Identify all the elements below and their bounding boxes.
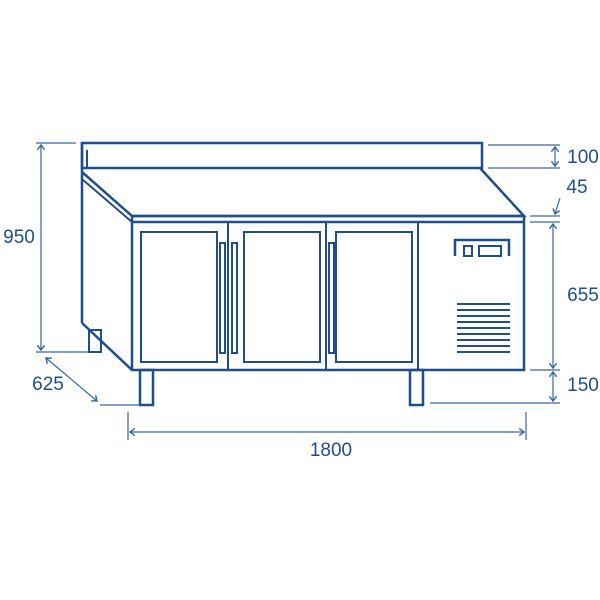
door-handle [219, 242, 226, 354]
side-panel [80, 143, 133, 371]
glass-doors [140, 231, 413, 363]
legs [138, 368, 425, 407]
door-1 [140, 231, 218, 363]
worktop [81, 167, 527, 224]
total-height-label: 950 [3, 227, 35, 248]
dimension-lines [36, 142, 561, 440]
door-handle [328, 242, 335, 354]
cabinet-height-label: 655 [567, 285, 599, 306]
leg-height-label: 150 [567, 375, 599, 396]
depth-label: 625 [32, 374, 64, 395]
cabinet-front [130, 214, 526, 372]
rear-leg [88, 329, 102, 353]
backsplash-height-label: 100 [567, 147, 599, 168]
worktop-thickness-label: 45 [566, 177, 588, 198]
width-label: 1800 [309, 440, 353, 461]
display-icon [478, 245, 502, 257]
display-icon [463, 245, 473, 257]
backsplash [80, 141, 484, 170]
door-handle [231, 242, 238, 354]
control-panel [453, 238, 511, 353]
door-2 [243, 231, 321, 363]
vent-grille-icon [457, 303, 510, 353]
door-3 [335, 231, 413, 363]
